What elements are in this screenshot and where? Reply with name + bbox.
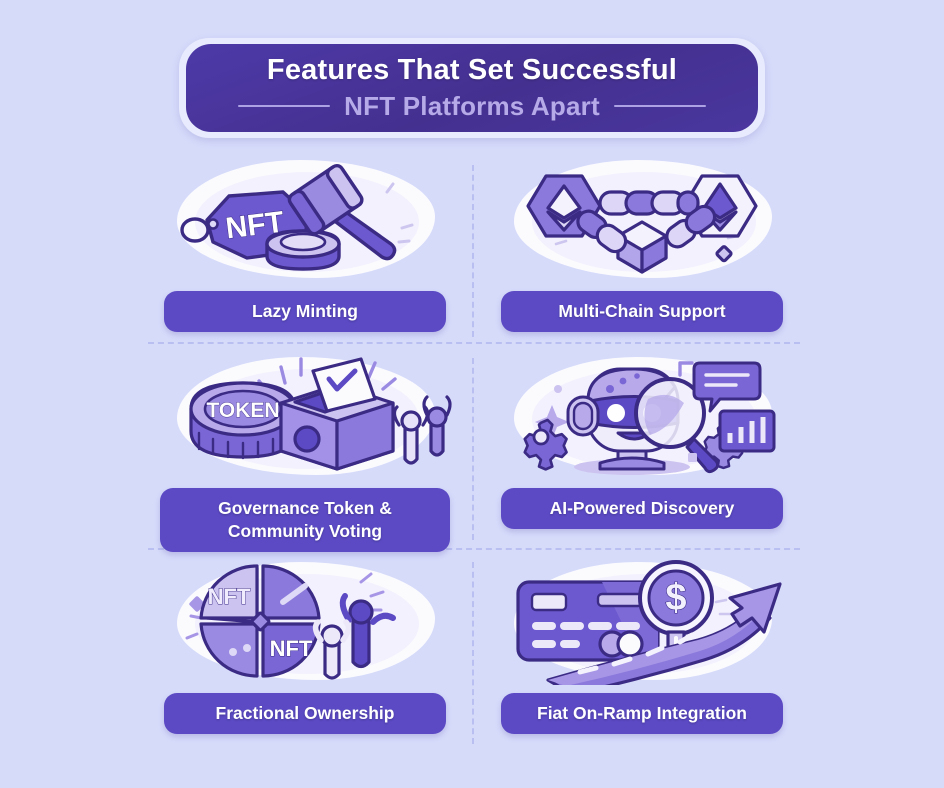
feature-label: Fiat On-Ramp Integration: [501, 693, 783, 735]
page-title: Features That Set Successful: [266, 54, 678, 87]
feature-label: AI-Powered Discovery: [501, 488, 783, 530]
page-subtitle: NFT Platforms Apart: [344, 91, 600, 122]
art-text-token: TOKEN: [206, 399, 279, 422]
column-divider-1: [472, 165, 474, 337]
nft-tag-gavel-icon: NFT: [155, 158, 455, 283]
title-banner: Features That Set Successful NFT Platfor…: [186, 44, 758, 132]
column-divider-2: [472, 358, 474, 540]
subtitle-row: NFT Platforms Apart: [238, 92, 706, 121]
feature-label: Multi-Chain Support: [501, 291, 783, 333]
art-text-nft-2: NFT: [270, 636, 313, 661]
art-text-nft: NFT: [224, 206, 286, 246]
feature-card-ai-powered-discovery[interactable]: AI-Powered Discovery: [477, 355, 807, 530]
subtitle-rule-right: [613, 105, 706, 108]
title-banner-frame: Features That Set Successful NFT Platfor…: [179, 38, 765, 138]
feature-label: Lazy Minting: [164, 291, 446, 333]
art-text-dollar: $: [665, 577, 686, 619]
blockchain-links-icon: [492, 158, 792, 283]
robot-magnifier-icon: [492, 355, 792, 480]
feature-label: Fractional Ownership: [164, 693, 446, 735]
row-divider-1: [148, 342, 800, 344]
feature-label: Governance Token & Community Voting: [160, 488, 450, 553]
feature-card-fractional-ownership[interactable]: NFT NFT Fractional Ownership: [140, 560, 470, 735]
feature-card-lazy-minting[interactable]: NFT Lazy Minting: [140, 158, 470, 333]
pie-quadrants-nft-icon: NFT NFT: [155, 560, 455, 685]
subtitle-rule-left: [238, 105, 331, 108]
art-text-nft-1: NFT: [208, 584, 251, 609]
token-ballot-box-icon: TOKEN: [155, 355, 455, 480]
feature-card-multi-chain-support[interactable]: Multi-Chain Support: [477, 158, 807, 333]
feature-card-governance-token-community-voting[interactable]: TOKEN Governance Token & Community Votin…: [140, 355, 470, 553]
column-divider-3: [472, 562, 474, 744]
row-divider-2: [148, 548, 800, 550]
feature-card-fiat-on-ramp-integration[interactable]: $ Fiat On-Ramp Integration: [477, 560, 807, 735]
credit-card-dollar-ramp-icon: $: [492, 560, 792, 685]
feature-grid: NFT Lazy Minting: [0, 150, 944, 780]
